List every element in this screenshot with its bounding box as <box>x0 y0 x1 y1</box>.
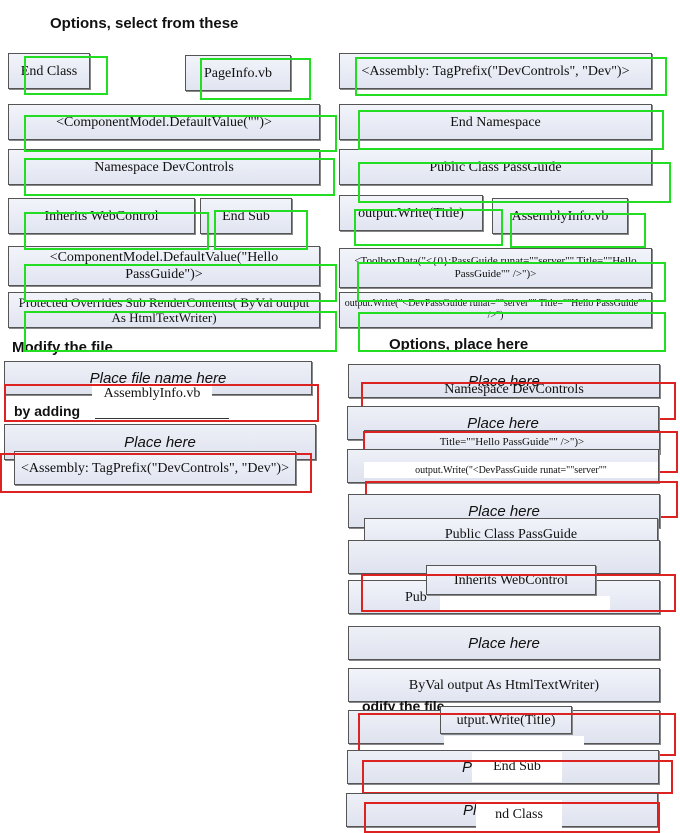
answer-highlight <box>362 760 673 794</box>
options-select-heading: Options, select from these <box>50 15 239 32</box>
answer-highlight <box>4 384 319 422</box>
placed-namespace[interactable]: Namespace DevControls <box>444 382 584 397</box>
answer-highlight <box>364 802 660 833</box>
placed-assembly-line[interactable]: <Assembly: TagPrefix("DevControls", "Dev… <box>14 451 296 485</box>
placed-end-class[interactable]: nd Class <box>476 800 562 830</box>
selection-highlight <box>24 158 335 196</box>
by-adding-label: by adding <box>14 403 81 419</box>
place-slot-1[interactable]: Place here <box>348 364 660 398</box>
placed-output-write-partial[interactable]: output.Write("<DevPassGuide runat=""serv… <box>364 462 658 478</box>
selection-highlight <box>24 264 337 302</box>
selection-highlight <box>24 311 337 352</box>
selection-highlight <box>510 213 646 248</box>
option-pageinfo[interactable]: PageInfo.vb <box>185 55 291 91</box>
selection-highlight <box>214 210 308 250</box>
option-namespace[interactable]: Namespace DevControls <box>8 149 320 185</box>
selection-highlight <box>24 56 108 95</box>
placed-inherits[interactable]: Inherits WebControl <box>426 565 596 595</box>
placed-assemblyinfo[interactable]: AssemblyInfo.vb <box>92 383 212 405</box>
option-output-write-devpassguide[interactable]: output.Write("<DevPassGuide runat=""serv… <box>339 292 652 328</box>
option-toolboxdata[interactable]: <ToolboxData("<{0}:PassGuide runat=""ser… <box>339 248 652 288</box>
option-defaultvalue-empty[interactable]: <ComponentModel.DefaultValue("")> <box>8 104 320 140</box>
option-defaultvalue-hello[interactable]: <ComponentModel.DefaultValue("Hello Pass… <box>8 246 320 286</box>
place-slot-6[interactable]: Place here <box>348 626 660 660</box>
placed-end-sub[interactable]: End Sub <box>472 752 562 782</box>
answer-highlight <box>0 453 312 493</box>
option-assembly-tagprefix[interactable]: <Assembly: TagPrefix("DevControls", "Dev… <box>339 53 652 89</box>
selection-highlight <box>24 115 337 152</box>
selection-highlight <box>200 58 311 100</box>
by-adding-underline <box>95 418 229 419</box>
selection-highlight <box>358 162 671 203</box>
options-place-heading: Options, place here <box>389 336 529 353</box>
selection-highlight <box>24 212 209 250</box>
mask-strip <box>444 736 584 752</box>
mask-strip <box>440 596 610 610</box>
option-assemblyinfo[interactable]: AssemblyInfo.vb <box>492 198 628 234</box>
placed-output-title[interactable]: utput.Write(Title) <box>440 706 572 734</box>
selection-highlight <box>355 57 667 96</box>
selection-highlight <box>358 110 664 150</box>
answer-highlight <box>361 574 676 612</box>
placed-byval[interactable]: ByVal output As HtmlTextWriter) <box>348 668 660 702</box>
option-render-contents[interactable]: Protected Overrides Sub RenderContents( … <box>8 292 320 328</box>
selection-highlight <box>358 312 666 352</box>
selection-highlight <box>357 262 666 302</box>
option-end-class[interactable]: End Class <box>8 53 90 89</box>
selection-highlight <box>354 209 503 246</box>
